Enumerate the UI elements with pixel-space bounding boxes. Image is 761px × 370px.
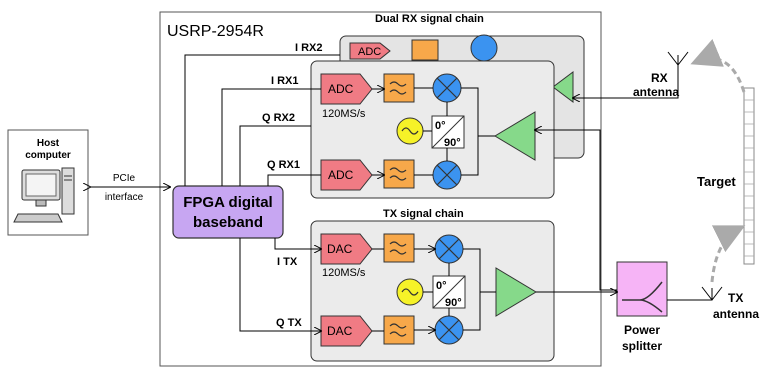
signal-i-tx: I TX: [277, 256, 298, 268]
rx-sample-rate: 120MS/s: [322, 108, 366, 120]
dual-rx-chain-label: Dual RX signal chain: [375, 13, 484, 25]
wire-q-rx2: [239, 125, 311, 186]
reflection-arrow: [690, 39, 746, 93]
wire-q-tx: [239, 238, 321, 331]
target-plate: [743, 87, 755, 265]
tx-chain-label: TX signal chain: [383, 208, 464, 220]
tx-antenna-label-1: TX: [728, 291, 743, 305]
host-label-2: computer: [25, 150, 71, 161]
dac-label-i-tx: DAC: [327, 242, 353, 256]
amp-block-rx2: [552, 71, 574, 103]
adc-block-rx2: [349, 42, 391, 60]
fpga-label-2: baseband: [193, 214, 263, 231]
wire-tx-antenna: [667, 296, 713, 301]
filter-block-q-rx1: [383, 159, 415, 189]
tx-sample-rate: 120MS/s: [322, 267, 366, 279]
phase-0-label-rx: 0°: [435, 120, 446, 132]
rx-antenna-label-1: RX: [651, 71, 668, 85]
phase-90-label-tx: 90°: [445, 297, 462, 309]
power-splitter-block: [616, 261, 668, 317]
lna-rx1: [494, 111, 536, 161]
adc-block-q-rx1: [320, 159, 373, 191]
wire-i-tx: [274, 238, 321, 249]
tx-antenna-icon: [701, 286, 723, 301]
signal-i-rx1: I RX1: [271, 75, 299, 87]
wire-rx-antenna: [573, 65, 679, 98]
mixer-block-rx2: [470, 34, 498, 62]
signal-q-rx2: Q RX2: [262, 112, 295, 124]
device-title: USRP-2954R: [167, 23, 264, 40]
dac-block-i-tx: [320, 233, 373, 265]
pcie-label-2: interface: [105, 192, 144, 203]
filter-block-rx2: [411, 39, 439, 61]
signal-i-rx2: I RX2: [295, 42, 323, 54]
wire-i-rx2: [184, 54, 340, 186]
computer-icon: [13, 167, 75, 223]
pcie-label-1: PCIe: [113, 173, 136, 184]
wire-q-rx1: [267, 174, 321, 186]
splitter-label-2: splitter: [622, 339, 662, 353]
adc-block-i-rx1: [320, 73, 373, 105]
filter-block-i-rx1: [383, 73, 415, 103]
transmit-arrow: [710, 225, 746, 283]
adc-label-rx2: ADC: [358, 46, 381, 58]
rx-antenna-icon: [667, 51, 689, 66]
adc-label-q-rx1: ADC: [328, 168, 354, 182]
phase-90-label-rx: 90°: [444, 137, 461, 149]
signal-q-tx: Q TX: [276, 317, 302, 329]
dac-block-q-tx: [320, 315, 373, 347]
splitter-label-1: Power: [624, 323, 660, 337]
host-label-1: Host: [37, 138, 60, 149]
filter-block-q-tx: [383, 315, 415, 345]
rx-antenna-label-2: antenna: [633, 85, 679, 99]
adc-label-i-rx1: ADC: [328, 82, 354, 96]
tx-antenna-label-2: antenna: [713, 307, 759, 321]
signal-q-rx1: Q RX1: [267, 159, 300, 171]
wire-i-rx1: [221, 88, 321, 186]
phase-0-label-tx: 0°: [436, 280, 447, 292]
dac-label-q-tx: DAC: [327, 324, 353, 338]
fpga-block: [172, 185, 284, 239]
wire-splitter-to-rx: [535, 130, 617, 291]
filter-block-i-tx: [383, 233, 415, 263]
target-label: Target: [697, 174, 736, 189]
fpga-label-1: FPGA digital: [183, 194, 272, 211]
